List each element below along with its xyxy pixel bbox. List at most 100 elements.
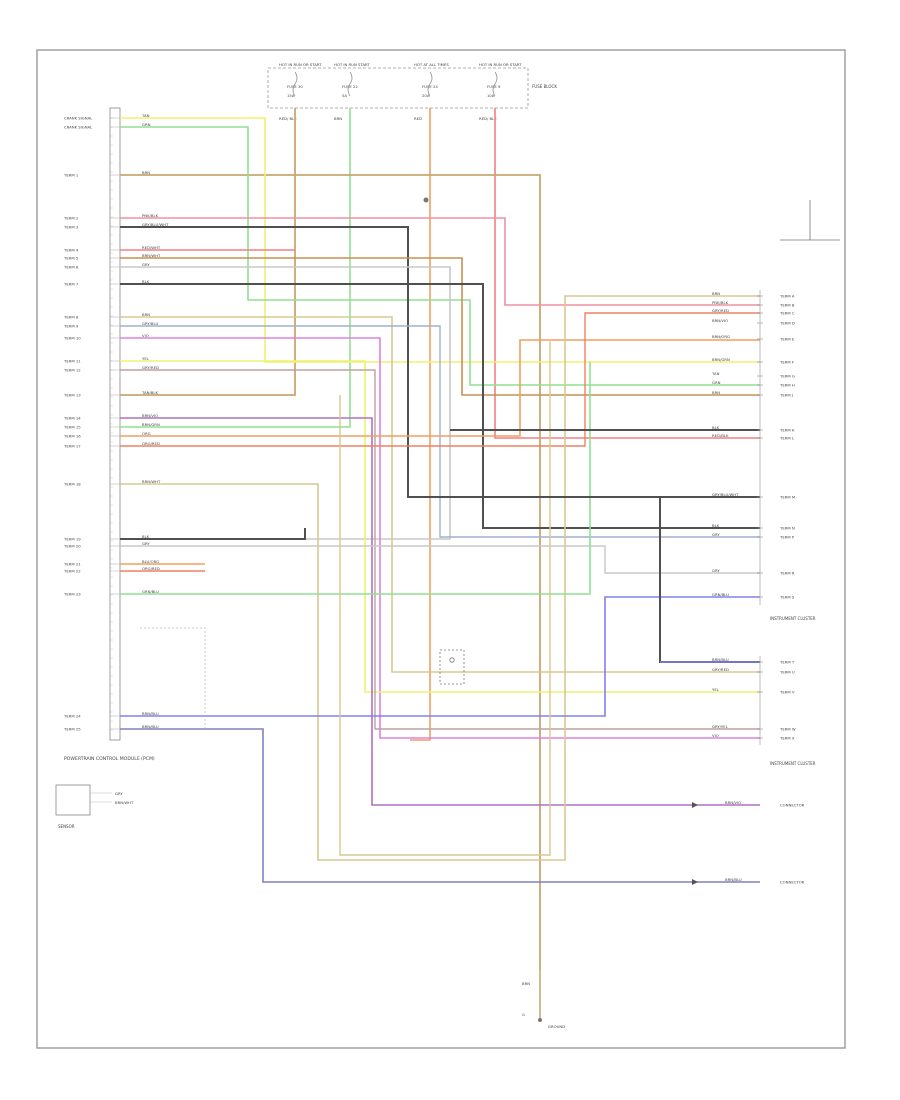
pcm-pin-label: TERM 23	[63, 592, 81, 597]
pcm-wire-code: GRY	[142, 541, 150, 546]
connector-wire-code: BRN/ORG	[712, 334, 730, 339]
ground-top-right	[780, 200, 840, 241]
wire-term-16	[120, 339, 760, 437]
relay	[439, 649, 465, 685]
connector-pin-label: TERM L	[779, 436, 795, 441]
fuse-wire-code: BRN	[334, 116, 342, 121]
connector-pin-label: TERM G	[779, 374, 795, 379]
bottom-connector-label: CONNECTOR	[780, 803, 805, 808]
pcm-pin-label: TERM 25	[63, 727, 81, 732]
connector-wire-code: PNK/BLK	[712, 300, 729, 305]
connector-pin-label: TERM B	[779, 303, 795, 308]
pcm-wire-code: BLK	[142, 279, 150, 284]
pcm-wire-code: VIO	[142, 333, 149, 338]
pcm-pin-label: TERM 18	[63, 482, 81, 487]
connector-wire-code: GRY/YEL	[712, 724, 729, 729]
connector-wire-code: BLK	[712, 523, 720, 528]
pcm-wire-code: ORG/RED	[142, 441, 160, 446]
pcm-wire-code: GRY/BLU	[142, 321, 158, 326]
wire-fuse-24	[410, 108, 431, 741]
pcm-wire-code: ORG/RED	[142, 566, 160, 571]
connector-pin-label: TERM P	[779, 535, 795, 540]
pcm-pin: TERM 17 ORG/RED	[63, 441, 160, 449]
connector-pin-label: TERM E	[779, 337, 795, 342]
fuse-amps: 15A	[287, 93, 295, 98]
fuse-wire-code: RED/ BLK	[279, 116, 297, 121]
wire-term-6	[120, 266, 451, 540]
fuse-amps: 20A	[422, 93, 430, 98]
pcm-pin-label: TERM 17	[63, 444, 81, 449]
connector-pin-label: TERM W	[779, 727, 796, 732]
fuse-name: FUSE 22	[342, 84, 358, 89]
connector-pin: BLK TERM N	[712, 523, 795, 531]
sensor: SENSOR GRY BRN/WHT	[55, 784, 134, 829]
wire-term-24	[120, 596, 760, 717]
pcm-pin-label: TERM 10	[63, 336, 81, 341]
wire-term-2	[120, 217, 760, 306]
connector-pin: GRY/YEL TERM W	[712, 724, 796, 732]
relay-contact	[449, 657, 455, 663]
pcm-pin-label: TERM 15	[63, 425, 81, 430]
connector-pin-label: TERM D	[779, 321, 795, 326]
connector-pin-label: TERM N	[779, 526, 795, 531]
pcm-pin-label: TERM 1	[63, 173, 79, 178]
bottom-connector-label: CONNECTOR	[780, 880, 805, 885]
fuse-power-label: HOT IN RUN START	[334, 62, 370, 67]
connector-wire-code: YEL	[712, 687, 720, 692]
fuse-power-label: HOT IN RUN OR START	[479, 62, 522, 67]
wire-term-8	[120, 316, 760, 673]
wire-term-19	[120, 528, 306, 540]
pcm-wire-code: BLU/ORG	[142, 559, 159, 564]
wire-fuse-22	[120, 108, 351, 428]
wire-routing	[120, 108, 760, 1020]
connector-wire-code: BRN	[712, 390, 720, 395]
fuse-name: FUSE 24	[422, 84, 438, 89]
connector-pin-label: TERM V	[779, 690, 795, 695]
connector-pin-label: TERM H	[779, 383, 795, 388]
connector-wire-code: VIO	[712, 733, 719, 738]
wire-term-1	[120, 174, 541, 970]
wire-gry-blu-wht-2	[659, 497, 760, 663]
fuse-amps: 10A	[487, 93, 495, 98]
pcm-wire-code: TAN/BLK	[141, 390, 158, 395]
splice	[423, 197, 429, 203]
pcm-pin-label: TERM 11	[63, 359, 81, 364]
wire-crank-tan	[120, 117, 760, 363]
pcm-wire-code: ORG	[142, 431, 151, 436]
pcm-wire-code: GRN	[142, 122, 151, 127]
pcm-pin-label: CRANK SIGNAL	[64, 116, 93, 121]
pcm-wire-code: BRN/VIO	[142, 413, 158, 418]
pcm-pin-label: TERM 14	[63, 416, 81, 421]
pcm-wire-code: YEL	[142, 356, 150, 361]
pcm-pin-label: TERM 5	[63, 256, 79, 261]
sensor-pin-2: BRN/WHT	[115, 800, 134, 805]
